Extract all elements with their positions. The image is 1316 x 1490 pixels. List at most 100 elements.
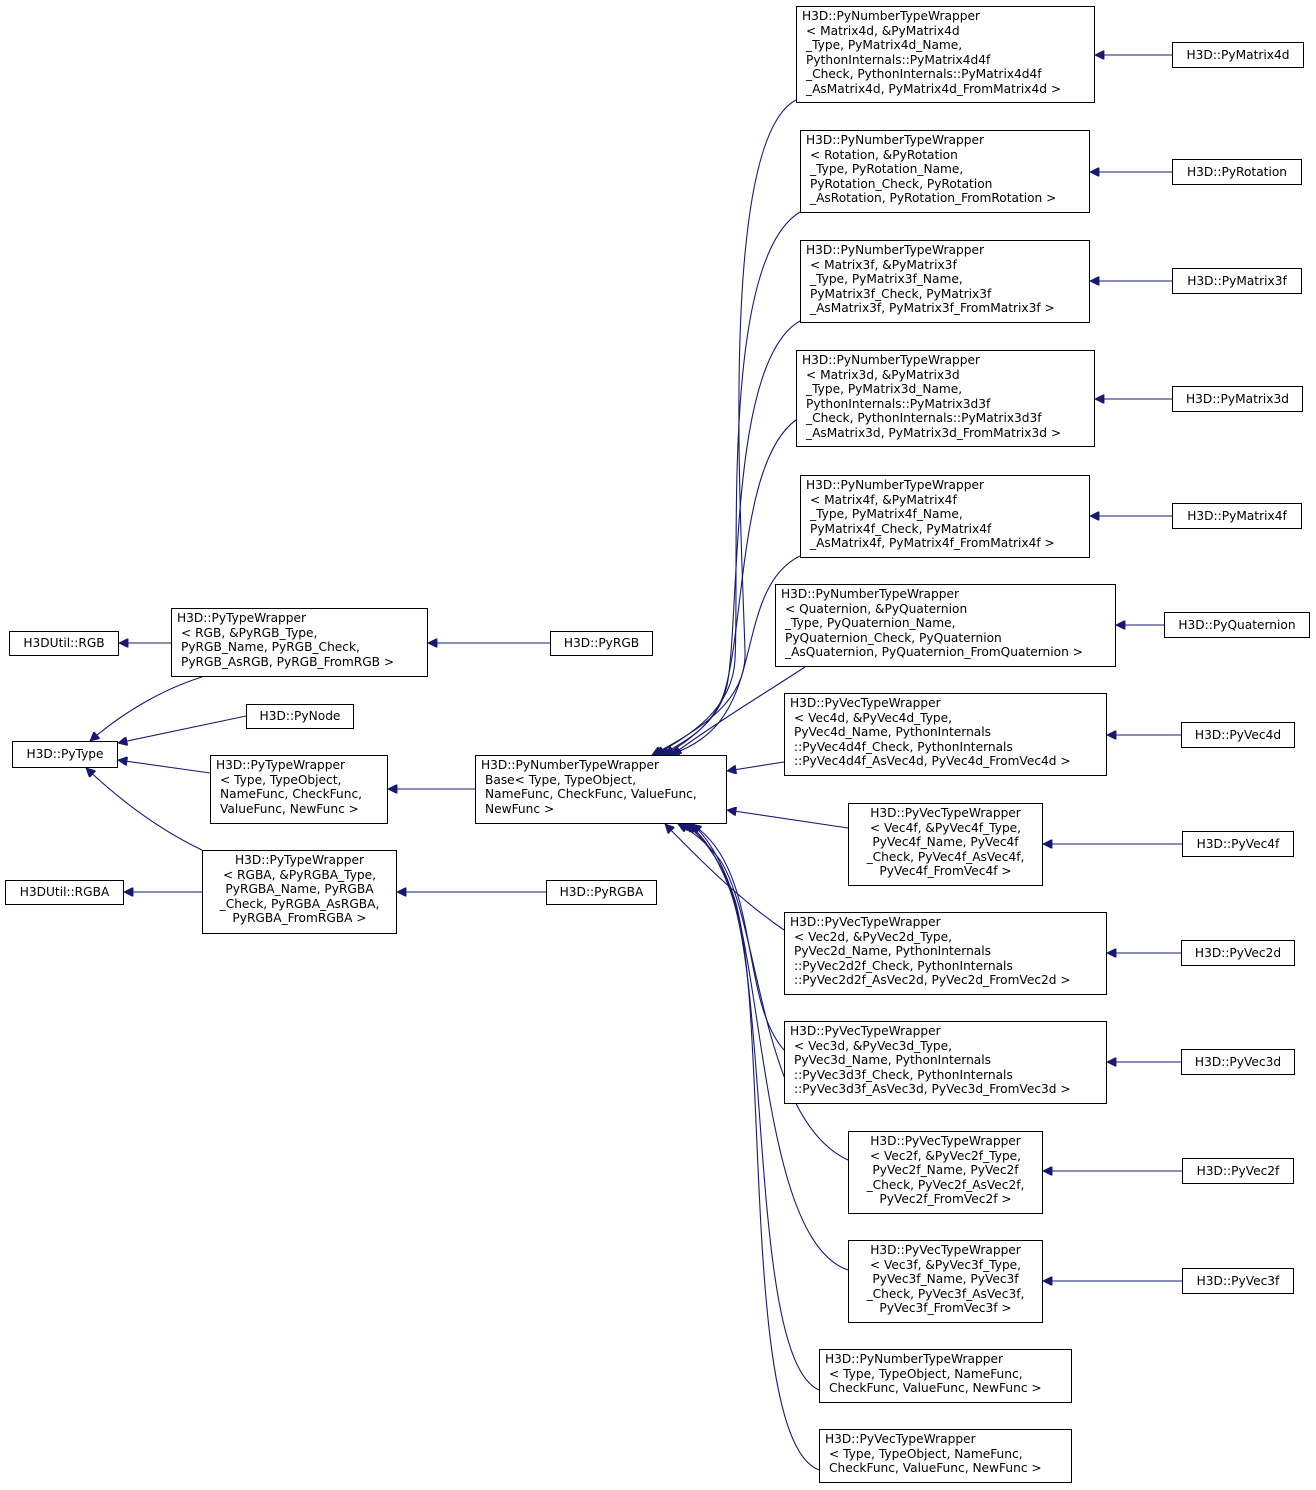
class-node-h3dutil-rgba[interactable]: H3DUtil::RGBA [5, 880, 124, 905]
class-node-label: < Matrix4d, &PyMatrix4d [806, 23, 960, 38]
class-node-w-vec-generic[interactable]: H3D::PyVecTypeWrapper< Type, TypeObject,… [819, 1429, 1072, 1483]
class-node-label: H3D::PyVecTypeWrapper [790, 1024, 941, 1038]
class-node-pyvec2d[interactable]: H3D::PyVec2d [1181, 940, 1295, 966]
class-node-pyvec3f[interactable]: H3D::PyVec3f [1182, 1268, 1294, 1294]
class-node-pymatrix3f[interactable]: H3D::PyMatrix3f [1172, 268, 1302, 294]
edge-w-vec3d [680, 824, 785, 1051]
class-node-label: _Check, PyRGBA_AsRGBA, [219, 896, 380, 911]
class-node-label: _Check, PythonInternals::PyMatrix4d4f [806, 67, 1042, 82]
class-node-label: H3D::PyRotation [1186, 165, 1288, 179]
class-node-label: PyVec2f_FromVec2f > [879, 1192, 1012, 1207]
class-node-w-rotation[interactable]: H3D::PyNumberTypeWrapper< Rotation, &PyR… [800, 130, 1090, 213]
class-node-pyrgb[interactable]: H3D::PyRGB [550, 631, 653, 656]
class-node-w-vec4f[interactable]: H3D::PyVecTypeWrapper< Vec4f, &PyVec4f_T… [848, 803, 1043, 886]
class-node-pyvec3d[interactable]: H3D::PyVec3d [1181, 1049, 1295, 1075]
class-node-label: H3DUtil::RGB [23, 636, 105, 650]
class-node-label: < Matrix3f, &PyMatrix3f [810, 257, 957, 272]
class-node-w-vec2d[interactable]: H3D::PyVecTypeWrapper< Vec2d, &PyVec2d_T… [784, 912, 1107, 995]
class-node-label: H3D::PyNumberTypeWrapper [802, 353, 980, 367]
class-node-label: < Rotation, &PyRotation [810, 147, 958, 162]
class-node-w-matrix3f[interactable]: H3D::PyNumberTypeWrapper< Matrix3f, &PyM… [800, 240, 1090, 323]
class-node-label: PyRGBA_Name, PyRGBA [225, 882, 374, 897]
class-node-label: _AsRotation, PyRotation_FromRotation > [810, 191, 1057, 206]
class-node-label: H3D::PyNumberTypeWrapper [781, 587, 959, 601]
edge-w-vec-generic [692, 824, 820, 1471]
class-node-label: _AsMatrix3f, PyMatrix3f_FromMatrix3f > [810, 301, 1055, 316]
class-node-label: PyVec3f_Name, PyVec3f [872, 1272, 1019, 1287]
class-node-pyvec4f[interactable]: H3D::PyVec4f [1182, 831, 1294, 857]
class-node-label: ::PyVec3d3f_AsVec3d, PyVec3d_FromVec3d > [794, 1082, 1071, 1097]
class-node-w-vec3d[interactable]: H3D::PyVecTypeWrapper< Vec3d, &PyVec3d_T… [784, 1021, 1107, 1104]
edge-w-quaternion [672, 666, 806, 755]
class-node-label: _Type, PyMatrix3f_Name, [810, 272, 963, 287]
class-node-label: PyVec3d_Name, PythonInternals [794, 1053, 992, 1068]
class-node-w-vec2f[interactable]: H3D::PyVecTypeWrapper< Vec2f, &PyVec2f_T… [848, 1131, 1043, 1214]
class-node-pyvec4d[interactable]: H3D::PyVec4d [1181, 722, 1295, 748]
class-node-label: PyVec4d_Name, PythonInternals [794, 725, 992, 740]
class-node-label: H3D::PyTypeWrapper [216, 758, 346, 772]
class-node-label: Base< Type, TypeObject, [485, 772, 637, 787]
class-node-w-matrix4d[interactable]: H3D::PyNumberTypeWrapper< Matrix4d, &PyM… [796, 6, 1095, 103]
class-node-label: _AsMatrix3d, PyMatrix3d_FromMatrix3d > [806, 425, 1062, 440]
edge-typewrapper-rgb [90, 676, 203, 741]
class-node-label: H3D::PyVecTypeWrapper [790, 696, 941, 710]
class-node-label: H3D::PyVecTypeWrapper [790, 915, 941, 929]
class-node-label: H3D::PyRGBA [559, 885, 644, 899]
class-node-label: _Type, PyQuaternion_Name, [785, 616, 956, 631]
class-node-label: H3D::PyTypeWrapper [234, 853, 365, 867]
class-node-pymatrix3d[interactable]: H3D::PyMatrix3d [1172, 386, 1303, 412]
class-node-label: _Type, PyMatrix3d_Name, [806, 382, 963, 397]
class-node-label: H3D::PyType [26, 747, 104, 761]
class-node-label: < Type, TypeObject, NameFunc, [829, 1446, 1023, 1461]
class-node-label: H3D::PyMatrix4f [1187, 509, 1287, 523]
class-node-pytype[interactable]: H3D::PyType [12, 741, 118, 768]
class-node-pymatrix4d[interactable]: H3D::PyMatrix4d [1172, 42, 1304, 68]
class-node-label: H3D::PyRGB [563, 636, 640, 650]
class-node-w-matrix4f[interactable]: H3D::PyNumberTypeWrapper< Matrix4f, &PyM… [800, 475, 1090, 558]
class-node-label: PyMatrix4f_Check, PyMatrix4f [810, 521, 992, 536]
class-node-h3dutil-rgb[interactable]: H3DUtil::RGB [9, 631, 119, 656]
class-node-label: CheckFunc, ValueFunc, NewFunc > [829, 1381, 1042, 1396]
class-node-label: H3D::PyVec4f [1196, 837, 1280, 851]
class-node-pyrotation[interactable]: H3D::PyRotation [1172, 159, 1302, 185]
class-node-pynode[interactable]: H3D::PyNode [246, 704, 354, 729]
class-node-label: ::PyVec2d2f_Check, PythonInternals [794, 958, 1013, 973]
class-node-typewrapper-rgba[interactable]: H3D::PyTypeWrapper< RGBA, &PyRGBA_Type,P… [202, 850, 397, 934]
class-node-w-vec4d[interactable]: H3D::PyVecTypeWrapper< Vec4d, &PyVec4d_T… [784, 693, 1107, 776]
edge-w-vec3f [684, 823, 849, 1271]
class-node-w-number-generic[interactable]: H3D::PyNumberTypeWrapper< Type, TypeObje… [819, 1349, 1072, 1403]
class-node-label: H3D::PyNode [259, 709, 341, 723]
edge-w-vec2d [665, 824, 785, 931]
class-node-label: NameFunc, CheckFunc, ValueFunc, [485, 787, 697, 802]
class-node-label: H3D::PyQuaternion [1178, 618, 1296, 632]
class-node-typewrapper-rgb[interactable]: H3D::PyTypeWrapper< RGB, &PyRGB_Type,PyR… [171, 608, 428, 677]
class-node-label: PyMatrix3f_Check, PyMatrix3f [810, 286, 992, 301]
class-node-label: NameFunc, CheckFunc, [220, 787, 363, 802]
class-node-label: ValueFunc, NewFunc > [220, 801, 359, 816]
class-node-label: PyRGBA_FromRGBA > [232, 911, 367, 926]
class-node-w-matrix3d[interactable]: H3D::PyNumberTypeWrapper< Matrix3d, &PyM… [796, 350, 1095, 447]
class-node-w-quaternion[interactable]: H3D::PyNumberTypeWrapper< Quaternion, &P… [775, 584, 1116, 667]
class-node-label: H3D::PyVecTypeWrapper [870, 1243, 1021, 1257]
class-node-label: H3D::PyVec3d [1194, 1055, 1282, 1069]
class-node-label: ::PyVec4d4f_AsVec4d, PyVec4d_FromVec4d > [794, 754, 1071, 769]
class-node-label: H3D::PyVecTypeWrapper [870, 1134, 1021, 1148]
edge-typewrapper-rgba [86, 768, 203, 851]
class-node-label: H3D::PyNumberTypeWrapper [806, 133, 984, 147]
class-node-label: _Check, PythonInternals::PyMatrix3d3f [806, 411, 1042, 426]
class-node-label: PythonInternals::PyMatrix3d3f [806, 396, 991, 411]
class-node-w-vec3f[interactable]: H3D::PyVecTypeWrapper< Vec3f, &PyVec3f_T… [848, 1240, 1043, 1323]
class-node-label: H3D::PyMatrix3f [1187, 274, 1287, 288]
class-node-label: PyQuaternion_Check, PyQuaternion [785, 630, 1002, 645]
class-node-pymatrix4f[interactable]: H3D::PyMatrix4f [1172, 503, 1302, 529]
class-node-label: PyVec4f_FromVec4f > [879, 864, 1012, 879]
class-node-label: H3D::PyTypeWrapper [177, 611, 307, 625]
class-node-label: H3D::PyVec4d [1194, 728, 1282, 742]
class-node-pyquaternion[interactable]: H3D::PyQuaternion [1164, 612, 1310, 638]
edge-typewrapper-generic [118, 760, 211, 774]
class-node-pyvec2f[interactable]: H3D::PyVec2f [1182, 1158, 1294, 1184]
class-node-label: PyVec2f_Name, PyVec2f [872, 1163, 1019, 1178]
class-node-pyrgba[interactable]: H3D::PyRGBA [546, 880, 657, 905]
class-node-typewrapper-generic[interactable]: H3D::PyTypeWrapper< Type, TypeObject,Nam… [210, 755, 388, 824]
